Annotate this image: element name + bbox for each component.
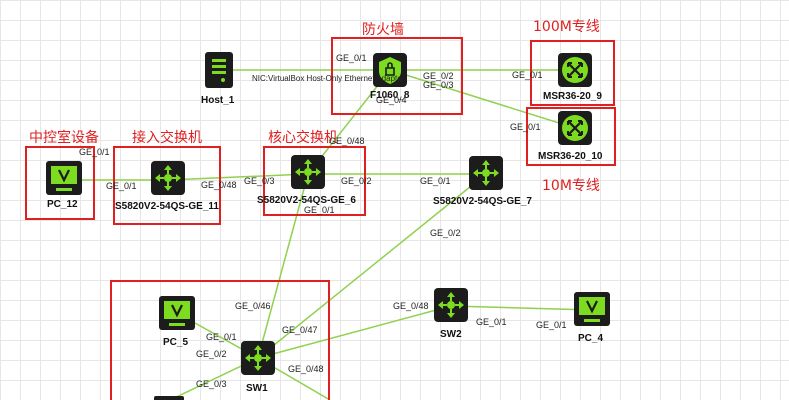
access-switch-group-label: 接入交换机 — [132, 129, 202, 146]
device-msr36-20-10[interactable]: MSR36-20_10 — [538, 109, 603, 162]
port-label: GE_0/48 — [288, 364, 324, 374]
link-sw1-sw2 — [257, 305, 452, 359]
device-pc5[interactable]: PC_5 — [157, 294, 197, 348]
port-label: GE_0/3 — [196, 379, 227, 389]
group-boxes — [25, 37, 616, 400]
server-icon[interactable] — [205, 52, 233, 88]
router-icon[interactable] — [556, 109, 594, 147]
port-label: GE_0/1 — [336, 53, 367, 63]
device-label: PC_12 — [47, 199, 78, 210]
pc-monitor-icon[interactable] — [157, 294, 197, 332]
port-label: GE_0/1 — [536, 320, 567, 330]
core-switch-group-label: 核心交换机 — [268, 129, 338, 146]
device-label: MSR36-20_10 — [538, 151, 603, 162]
line-10m-group-box — [526, 107, 616, 166]
device-label: S5820V2-54QS-GE_11 — [115, 201, 219, 212]
port-label: GE_0/1 — [510, 122, 541, 132]
port-label: GE_0/48 — [201, 180, 237, 190]
pc-monitor-icon[interactable] — [572, 290, 612, 328]
device-offscreen[interactable] — [154, 396, 184, 400]
link-sw2-pc4 — [450, 305, 593, 311]
device-label: SW1 — [246, 383, 268, 394]
port-label: GE_0/3 — [244, 176, 275, 186]
port-label: GE_0/2 — [341, 176, 372, 186]
firewall-group-label: 防火墙 — [362, 22, 404, 38]
port-label: GE_0/1 — [79, 147, 110, 157]
device-s5820-11[interactable]: S5820V2-54QS-GE_11 — [115, 160, 219, 212]
port-label: GE_0/1 — [206, 332, 237, 342]
access-switch-group-box — [113, 146, 221, 225]
router-icon[interactable] — [556, 51, 594, 89]
port-label: GE_0/1 — [304, 205, 335, 215]
port-label: GE_0/1 — [106, 181, 137, 191]
nic-label: NIC:VirtualBox Host-Only Ethernet Adapte… — [252, 74, 405, 83]
device-label: SW2 — [440, 329, 462, 340]
device-label: PC_4 — [578, 333, 603, 344]
link-sw11-sw6 — [167, 173, 309, 181]
device-host1[interactable]: Host_1 — [201, 52, 235, 106]
middle-control-group-box — [25, 146, 95, 220]
device-label: PC_5 — [163, 337, 188, 348]
device-sw1[interactable]: SW1 — [240, 340, 276, 394]
device-label: F1060_8 — [370, 90, 410, 101]
device-msr36-20-9[interactable]: MSR36-20_9 — [543, 51, 602, 102]
port-label: GE_0/1 — [420, 176, 451, 186]
line-100m-group-label: 100M专线 — [533, 19, 600, 35]
port-labels: GE_0/1 GE_0/2 GE_0/3 GE_0/4 GE_0/1 GE_0/… — [79, 53, 567, 389]
port-label: GE_0/1 — [512, 70, 543, 80]
links — [64, 69, 593, 400]
firewall-group-box — [331, 37, 463, 115]
port-label: GE_0/2 — [196, 349, 227, 359]
device-label: Host_1 — [201, 95, 235, 106]
device-pc12[interactable]: PC_12 — [44, 159, 84, 210]
port-label: GE_0/1 — [476, 317, 507, 327]
device-label: S5820V2-54QS-GE_7 — [433, 196, 532, 207]
port-label: GE_0/48 — [329, 136, 365, 146]
core-switch-group-box — [263, 146, 366, 216]
switch-icon[interactable] — [240, 340, 276, 376]
port-label: GE_0/2 — [430, 228, 461, 238]
device-label: S5820V2-54QS-GE_6 — [257, 195, 356, 206]
port-label: GE_0/2 — [423, 71, 454, 81]
sw1-area-group-box — [110, 280, 330, 400]
device-f1060-8[interactable]: F1060_8 — [370, 52, 410, 101]
link-sw6-sw1 — [257, 173, 309, 359]
line-10m-group-label: 10M专线 — [542, 178, 600, 194]
switch-icon[interactable] — [468, 155, 504, 191]
switch-icon[interactable] — [150, 160, 186, 196]
link-sw7-sw1 — [257, 173, 487, 359]
device-pc4[interactable]: PC_4 — [572, 290, 612, 344]
switch-icon[interactable] — [290, 154, 326, 190]
port-label: GE_0/4 — [376, 95, 407, 105]
device-partial-icon[interactable] — [154, 396, 184, 400]
device-s5820-6[interactable]: S5820V2-54QS-GE_6 — [257, 154, 356, 206]
line-100m-group-box — [530, 40, 615, 106]
port-label: GE_0/46 — [235, 301, 271, 311]
device-label: MSR36-20_9 — [543, 91, 602, 102]
device-s5820-7[interactable]: S5820V2-54QS-GE_7 — [433, 155, 532, 207]
switch-icon[interactable] — [433, 287, 469, 323]
link-fw-msr10 — [389, 69, 576, 129]
port-label: GE_0/48 — [393, 301, 429, 311]
port-label: GE_0/47 — [282, 325, 318, 335]
device-sw2[interactable]: SW2 — [433, 287, 469, 340]
pc-monitor-icon[interactable] — [44, 159, 84, 197]
middle-control-group-label: 中控室设备 — [29, 129, 99, 146]
port-label: GE_0/3 — [423, 80, 454, 90]
